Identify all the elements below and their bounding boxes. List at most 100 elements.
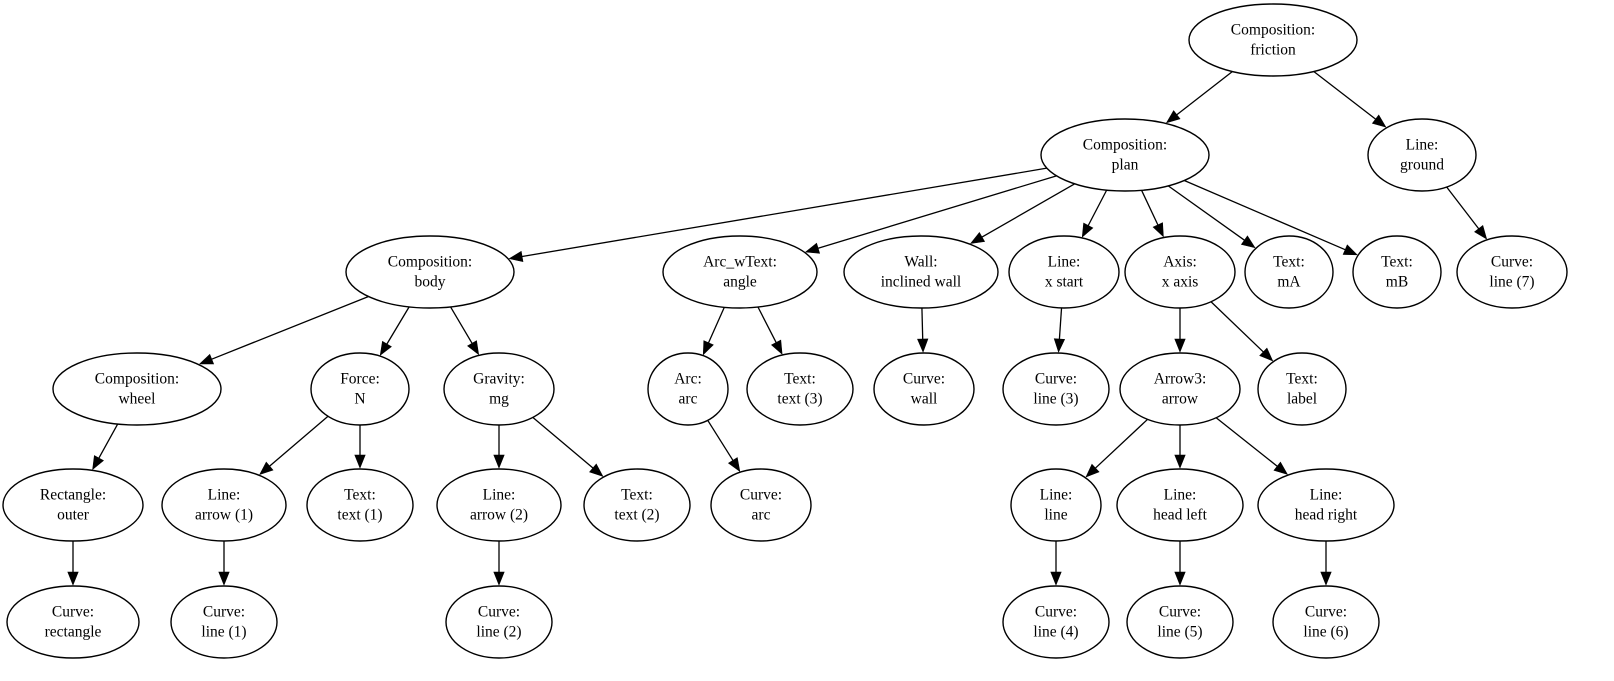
node-line2[interactable]: Curve:line (2) bbox=[445, 585, 553, 659]
node-forceN[interactable]: Force:N bbox=[310, 352, 410, 426]
node-shape[interactable] bbox=[1352, 235, 1442, 309]
node-shape[interactable] bbox=[1244, 235, 1334, 309]
node-shape[interactable] bbox=[1002, 352, 1110, 426]
edge-xaxis-to-arrow3 bbox=[1174, 308, 1186, 353]
node-mB[interactable]: Text:mB bbox=[1352, 235, 1442, 309]
arrowhead-icon bbox=[1050, 571, 1062, 586]
node-text2[interactable]: Text:text (2) bbox=[583, 468, 691, 542]
node-rectouter[interactable]: Rectangle:outer bbox=[2, 468, 144, 542]
arrowhead-icon bbox=[1174, 571, 1186, 586]
node-shape[interactable] bbox=[306, 468, 414, 542]
node-angle[interactable]: Arc_wText:angle bbox=[662, 235, 818, 309]
node-shape[interactable] bbox=[6, 585, 140, 659]
node-arrow1[interactable]: Line:arrow (1) bbox=[161, 468, 287, 542]
node-curvearc[interactable]: Curve:arc bbox=[710, 468, 812, 542]
node-shape[interactable] bbox=[1367, 118, 1477, 192]
node-shape[interactable] bbox=[1010, 468, 1102, 542]
node-shape[interactable] bbox=[1116, 468, 1244, 542]
node-shape[interactable] bbox=[1124, 235, 1236, 309]
node-line6[interactable]: Curve:line (6) bbox=[1272, 585, 1380, 659]
arrowhead-icon bbox=[67, 571, 79, 586]
node-body[interactable]: Composition:body bbox=[345, 235, 515, 309]
node-shape[interactable] bbox=[647, 352, 729, 426]
node-ground[interactable]: Line:ground bbox=[1367, 118, 1477, 192]
node-label-name: x axis bbox=[1162, 274, 1199, 291]
node-inclinedwall[interactable]: Wall:inclined wall bbox=[843, 235, 999, 309]
node-wheel[interactable]: Composition:wheel bbox=[52, 352, 222, 426]
node-label[interactable]: Text:label bbox=[1257, 352, 1347, 426]
arrowhead-icon bbox=[727, 457, 741, 473]
edge-headright-to-line6 bbox=[1320, 541, 1332, 586]
node-line1[interactable]: Curve:line (1) bbox=[170, 585, 278, 659]
node-label-type: Text: bbox=[621, 487, 653, 504]
node-headleft[interactable]: Line:head left bbox=[1116, 468, 1244, 542]
node-mA[interactable]: Text:mA bbox=[1244, 235, 1334, 309]
node-shape[interactable] bbox=[746, 352, 854, 426]
node-friction[interactable]: Composition:friction bbox=[1188, 3, 1358, 77]
edge-lineline-to-line4 bbox=[1050, 541, 1062, 586]
node-plan[interactable]: Composition:plan bbox=[1040, 118, 1210, 192]
node-shape[interactable] bbox=[1188, 3, 1358, 77]
node-label-type: Text: bbox=[1273, 254, 1305, 271]
node-shape[interactable] bbox=[1008, 235, 1120, 309]
node-shape[interactable] bbox=[1040, 118, 1210, 192]
node-lineline[interactable]: Line: line bbox=[1010, 468, 1102, 542]
node-shape[interactable] bbox=[436, 468, 562, 542]
node-label-type: Composition: bbox=[95, 371, 179, 388]
node-shape[interactable] bbox=[873, 352, 975, 426]
node-label-name: outer bbox=[57, 507, 90, 524]
node-arc[interactable]: Arc:arc bbox=[647, 352, 729, 426]
edge-rectouter-to-curverect bbox=[67, 541, 79, 586]
node-shape[interactable] bbox=[2, 468, 144, 542]
node-shape[interactable] bbox=[345, 235, 515, 309]
node-arrow3[interactable]: Arrow3:arrow bbox=[1119, 352, 1241, 426]
node-text3[interactable]: Text:text (3) bbox=[746, 352, 854, 426]
node-shape[interactable] bbox=[583, 468, 691, 542]
node-shape[interactable] bbox=[52, 352, 222, 426]
node-shape[interactable] bbox=[1257, 468, 1395, 542]
node-xstart[interactable]: Line:x start bbox=[1008, 235, 1120, 309]
node-shape[interactable] bbox=[1456, 235, 1568, 309]
node-shape[interactable] bbox=[1126, 585, 1234, 659]
node-shape[interactable] bbox=[1272, 585, 1380, 659]
node-label-name: friction bbox=[1250, 42, 1296, 59]
node-line4[interactable]: Curve:line (4) bbox=[1002, 585, 1110, 659]
node-gravity[interactable]: Gravity:mg bbox=[443, 352, 555, 426]
node-text1[interactable]: Text:text (1) bbox=[306, 468, 414, 542]
node-label-type: Line: bbox=[1040, 487, 1073, 504]
node-label-type: Curve: bbox=[203, 604, 245, 621]
node-line3[interactable]: Curve:line (3) bbox=[1002, 352, 1110, 426]
node-shape[interactable] bbox=[161, 468, 287, 542]
node-shape[interactable] bbox=[170, 585, 278, 659]
arrowhead-icon bbox=[218, 571, 230, 586]
node-curvewall[interactable]: Curve:wall bbox=[873, 352, 975, 426]
edge-inclinedwall-to-curvewall bbox=[917, 307, 929, 353]
node-shape[interactable] bbox=[445, 585, 553, 659]
node-line7[interactable]: Curve:line (7) bbox=[1456, 235, 1568, 309]
arrowhead-icon bbox=[467, 340, 480, 356]
node-shape[interactable] bbox=[1002, 585, 1110, 659]
node-label-type: Axis: bbox=[1163, 254, 1197, 271]
arrowhead-icon bbox=[198, 353, 215, 365]
node-label-type: Text: bbox=[1381, 254, 1413, 271]
node-label-name: line bbox=[1044, 507, 1067, 524]
arrowhead-icon bbox=[259, 461, 274, 476]
edge-line bbox=[1313, 70, 1376, 120]
node-shape[interactable] bbox=[710, 468, 812, 542]
node-shape[interactable] bbox=[662, 235, 818, 309]
arrowhead-icon bbox=[1053, 338, 1066, 353]
node-xaxis[interactable]: Axis: x axis bbox=[1124, 235, 1236, 309]
node-shape[interactable] bbox=[843, 235, 999, 309]
node-label-name: arrow bbox=[1162, 391, 1199, 408]
node-curverect[interactable]: Curve:rectangle bbox=[6, 585, 140, 659]
node-shape[interactable] bbox=[1257, 352, 1347, 426]
node-headright[interactable]: Line:head right bbox=[1257, 468, 1395, 542]
node-shape[interactable] bbox=[310, 352, 410, 426]
node-line5[interactable]: Curve:line (5) bbox=[1126, 585, 1234, 659]
node-arrow2[interactable]: Line:arrow (2) bbox=[436, 468, 562, 542]
node-label-name: x start bbox=[1045, 274, 1084, 291]
edge-xstart-to-line3 bbox=[1053, 307, 1066, 353]
node-shape[interactable] bbox=[443, 352, 555, 426]
node-label-type: Text: bbox=[784, 371, 816, 388]
node-shape[interactable] bbox=[1119, 352, 1241, 426]
